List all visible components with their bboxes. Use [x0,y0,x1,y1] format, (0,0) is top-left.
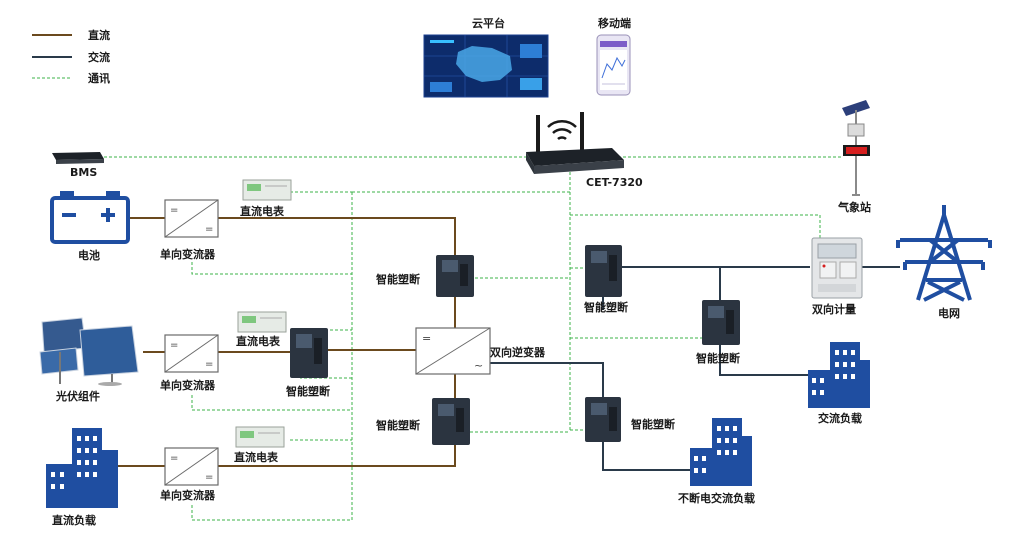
converter-3[interactable]: = = [164,447,219,486]
svg-text:=: = [205,224,213,235]
ac-lines [490,266,900,471]
ups-load-building-icon[interactable] [690,418,752,486]
pv-panels-icon[interactable] [39,317,139,386]
svg-text:=: = [170,205,178,216]
weather-label: 气象站 [837,200,871,214]
mobile-label: 移动端 [598,16,631,30]
legend-dc-label: 直流 [88,28,110,42]
dc-meter-2-label: 直流电表 [236,334,281,348]
svg-text:=: = [170,453,178,464]
svg-text:=: = [205,472,213,483]
breaker-pv[interactable] [290,328,328,378]
gateway-label: CET-7320 [586,176,643,189]
map-icon [456,46,512,82]
solar-panel-icon [842,100,870,116]
ac-load-building-icon[interactable] [808,342,870,408]
breaker-bottom-label: 智能塑断 [376,418,420,432]
bms-device[interactable] [52,152,104,164]
breaker-pv-label: 智能塑断 [286,384,330,398]
dc-load-building-icon[interactable] [46,428,118,508]
pv-label: 光伏组件 [55,389,100,403]
breaker-ac-bottom[interactable] [585,397,621,442]
converter-1[interactable]: = = [164,199,219,238]
bms-label: BMS [70,166,97,179]
breaker-ac-bottom-label: 智能塑断 [631,417,675,431]
cloud-label: 云平台 [472,16,505,30]
dc-meter-1[interactable] [242,179,292,201]
converter-2[interactable]: = = [164,334,219,373]
breaker-ac-top[interactable] [585,245,622,297]
legend-comm-label: 通讯 [88,72,110,85]
inverter[interactable]: = ~ [415,327,491,375]
breaker-ac-top-label: 智能塑断 [584,300,628,314]
gateway-device[interactable] [526,112,624,174]
grid-label: 电网 [938,306,960,320]
legend-ac-label: 交流 [88,50,110,64]
svg-text:=: = [170,340,178,351]
weather-station[interactable] [842,100,870,196]
bidir-meter[interactable] [811,237,863,299]
grid-tower-icon[interactable] [896,205,992,302]
dc-load-label: 直流负载 [52,513,96,527]
bidir-meter-label: 双向计量 [812,302,856,316]
dc-meter-3-label: 直流电表 [234,450,279,464]
dc-meter-1-label: 直流电表 [240,204,285,218]
battery-label: 电池 [78,248,100,262]
wifi-icon [547,120,577,128]
breaker-top-label: 智能塑断 [376,272,420,286]
mobile-device[interactable] [596,34,631,96]
breaker-bottom[interactable] [432,398,470,445]
dc-lines [118,217,456,467]
ac-load-label: 交流负载 [818,411,862,425]
breaker-ac-mid[interactable] [702,300,740,345]
breaker-top[interactable] [436,255,474,297]
svg-text:~: ~ [474,359,483,372]
inverter-label: 双向逆变器 [490,345,546,359]
converter-3-label: 单向变流器 [160,488,216,502]
dc-meter-3[interactable] [235,426,285,448]
converter-2-label: 单向变流器 [160,378,216,392]
cloud-platform[interactable] [423,34,549,98]
converter-1-label: 单向变流器 [160,247,216,261]
breaker-ac-mid-label: 智能塑断 [696,351,740,365]
svg-text:=: = [422,332,431,345]
dc-meter-2[interactable] [237,311,287,333]
ups-load-label: 不断电交流负载 [678,491,755,505]
legend: 直流 交流 通讯 [32,28,110,85]
svg-text:=: = [205,359,213,370]
battery-icon[interactable] [50,191,130,244]
